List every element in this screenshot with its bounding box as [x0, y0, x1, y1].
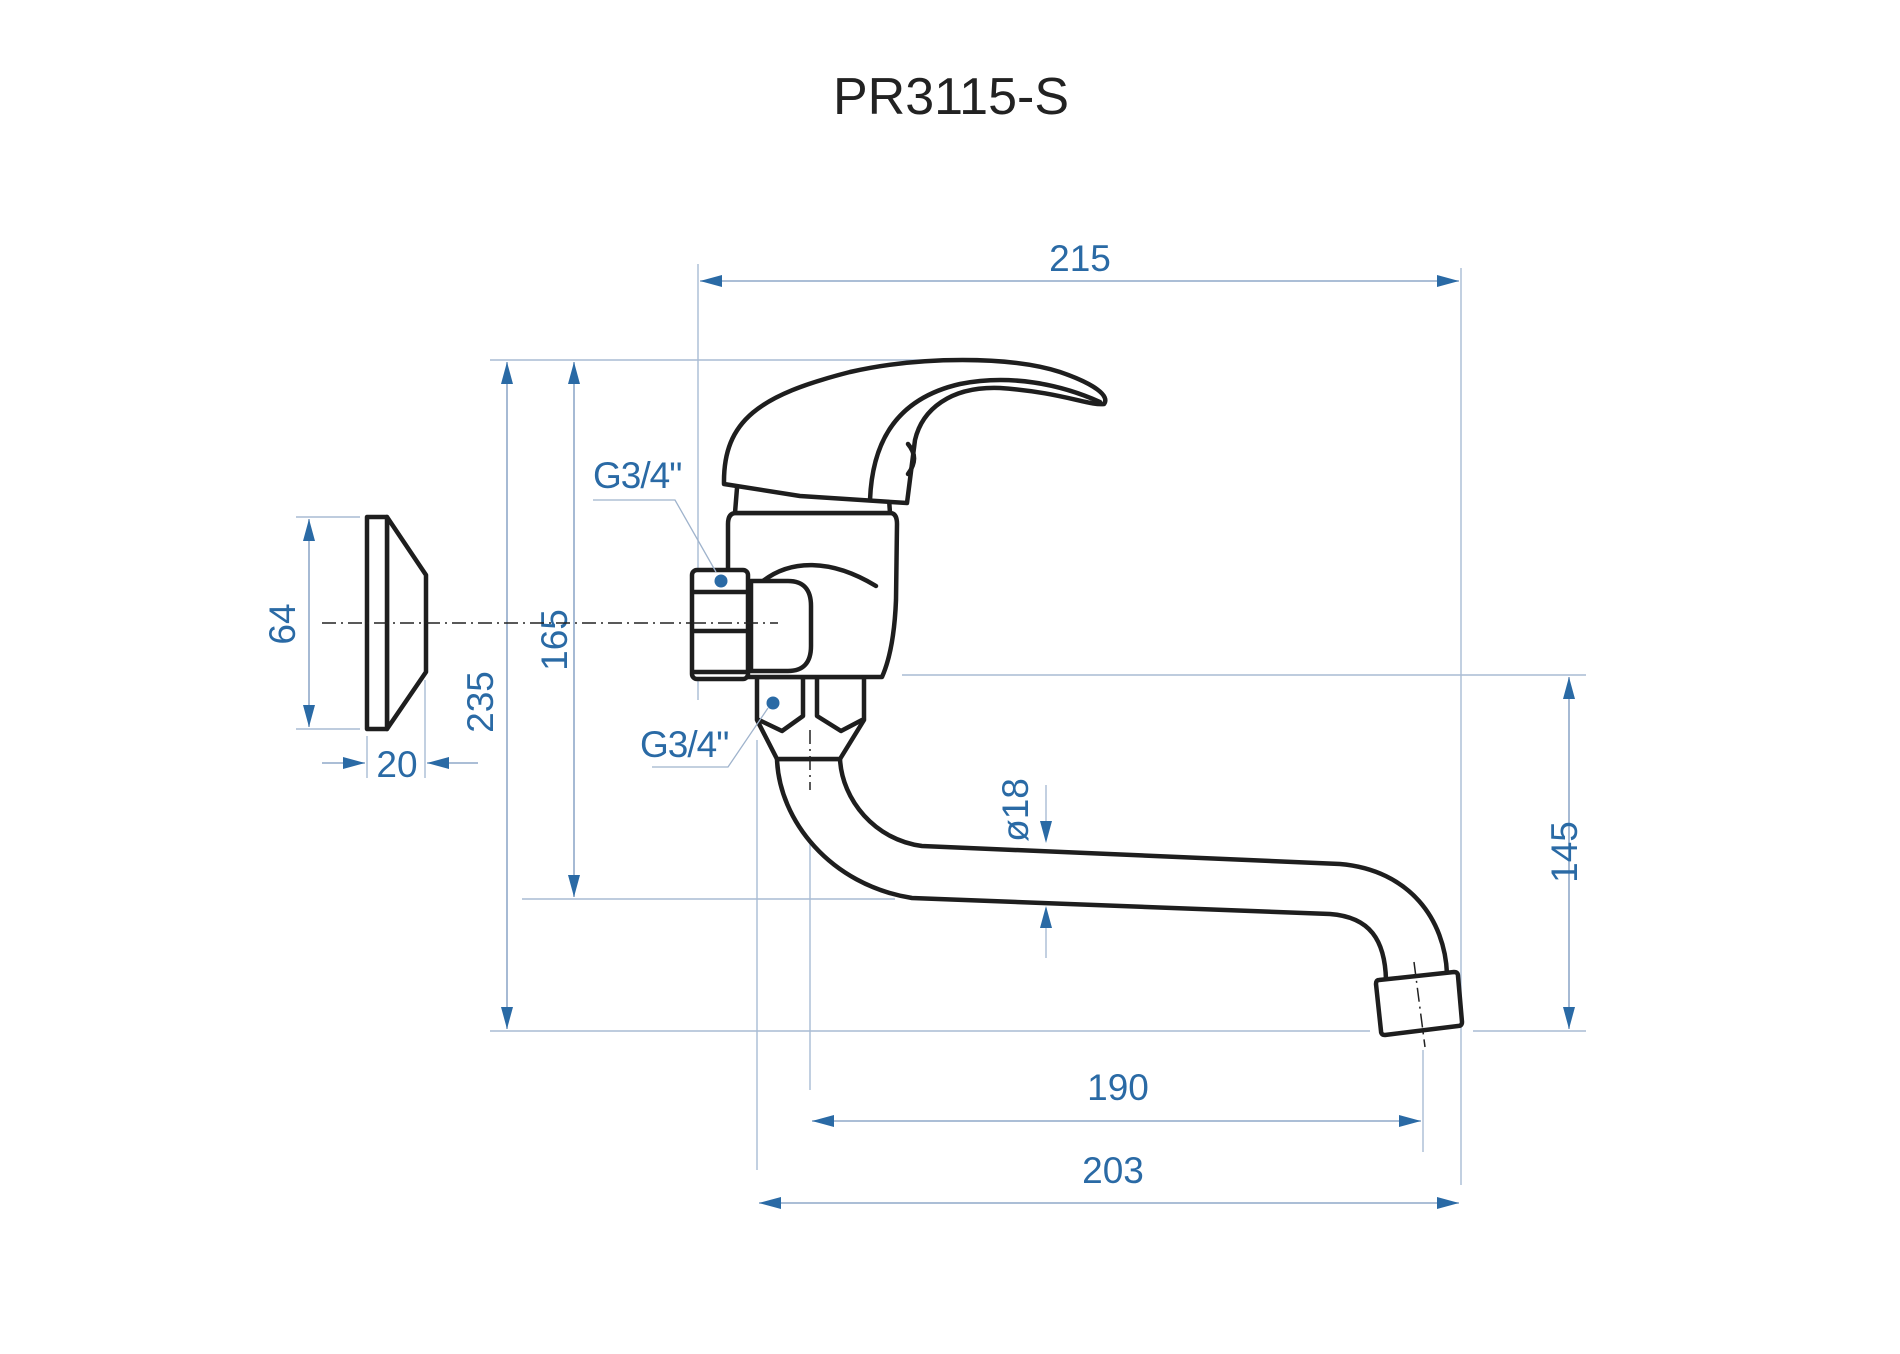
arrow-up: [303, 519, 315, 541]
dim-label-20: 20: [376, 744, 417, 785]
arrow-down: [568, 875, 580, 897]
arrow-down: [501, 1007, 513, 1029]
arrow-left: [427, 757, 449, 769]
inlet-nut: [689, 567, 751, 682]
arrow-left: [759, 1197, 781, 1209]
thread-annotation-top: G3/4": [593, 455, 728, 588]
dim-label-165: 165: [534, 609, 575, 671]
arrow-down: [1040, 821, 1052, 843]
dimension-64: 64: [262, 519, 315, 727]
spout-connector: [754, 674, 867, 762]
thread-label-top: G3/4": [593, 455, 681, 496]
leader-line: [593, 499, 717, 573]
thread-label-bottom: G3/4": [640, 724, 728, 765]
dimension-18: ø18: [995, 778, 1052, 928]
dimension-145: 145: [1544, 677, 1585, 1029]
drawing-title: PR3115-S: [833, 68, 1069, 126]
arrow-down: [303, 705, 315, 727]
arrow-up: [501, 362, 513, 384]
dim-label-203: 203: [1082, 1150, 1144, 1191]
dimension-235: 235: [460, 362, 513, 1029]
connector-right-hex: [814, 674, 865, 734]
extension-lines: [296, 264, 1586, 1185]
arrow-right: [1437, 1197, 1459, 1209]
arrow-up: [1563, 677, 1575, 699]
leader-line: [652, 707, 769, 768]
dimension-165: 165: [534, 362, 580, 897]
lever-knob: [905, 441, 917, 477]
spout: [774, 756, 1450, 983]
body-contour: [760, 562, 879, 589]
lever-handle: [721, 357, 1108, 506]
dim-label-64: 64: [262, 603, 303, 644]
inlet-housing: [748, 578, 814, 674]
arrow-down: [1563, 1007, 1575, 1029]
connector-left-hex: [756, 674, 806, 734]
dimension-190: 190: [812, 1067, 1421, 1127]
leader-dot: [766, 696, 780, 710]
leader-dot: [714, 574, 728, 588]
dimension-20: 20: [322, 744, 478, 785]
arrow-up: [568, 362, 580, 384]
lever-inner-contour: [867, 377, 1103, 503]
arrow-left: [700, 275, 722, 287]
aerator: [1373, 969, 1465, 1038]
arrow-right: [1399, 1115, 1421, 1127]
arrow-up: [1040, 906, 1052, 928]
faucet: [689, 357, 1465, 1048]
dim-label-190: 190: [1087, 1067, 1149, 1108]
dimension-203: 203: [759, 1150, 1459, 1209]
collar: [732, 485, 893, 516]
arrow-right: [343, 757, 365, 769]
dim-label-18: ø18: [995, 778, 1036, 842]
thread-annotation-bottom: G3/4": [640, 696, 780, 768]
aerator-centerline: [1413, 961, 1426, 1048]
arrow-right: [1437, 275, 1459, 287]
dimension-215: 215: [700, 238, 1459, 287]
dim-label-235: 235: [460, 671, 501, 733]
dim-label-145: 145: [1544, 821, 1585, 883]
arrow-left: [812, 1115, 834, 1127]
dim-label-215: 215: [1049, 238, 1111, 279]
